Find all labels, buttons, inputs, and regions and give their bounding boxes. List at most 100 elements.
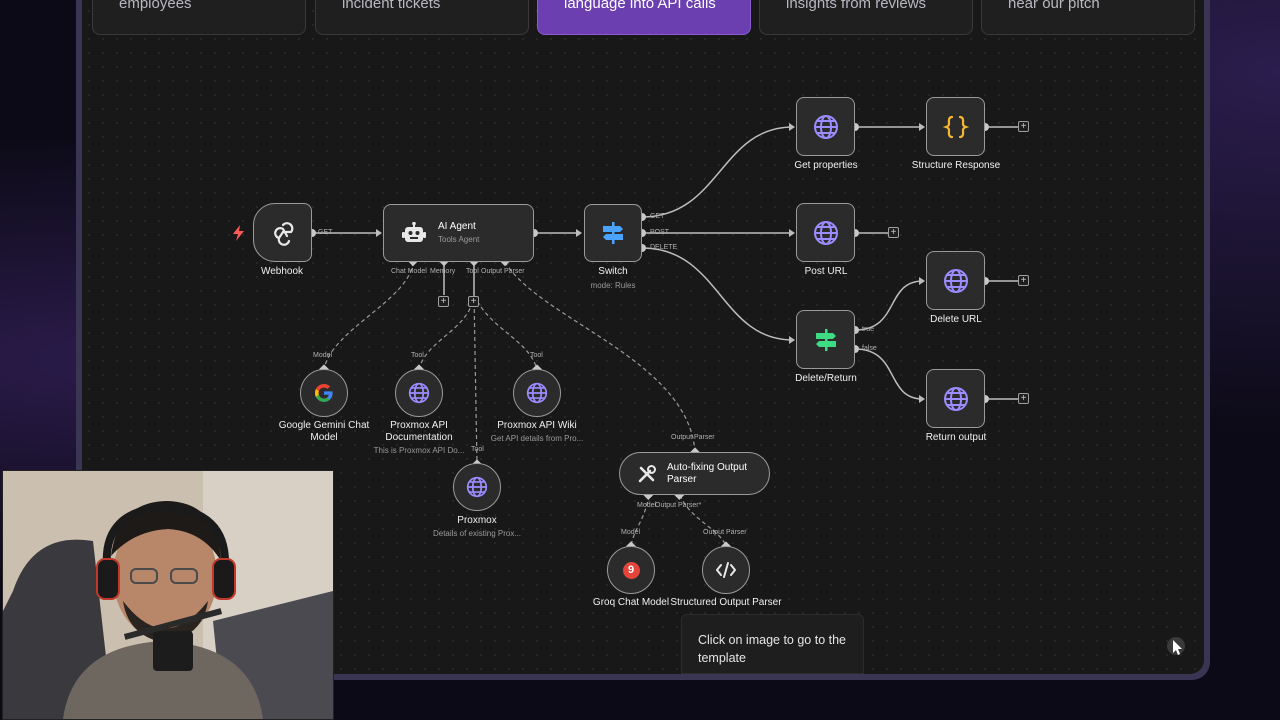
autofix-title-1: Auto-fixing Output [667, 461, 748, 473]
google-icon [315, 384, 333, 402]
template-tooltip[interactable]: Click on image to go to the template [681, 614, 864, 674]
wire-gemini [323, 261, 414, 371]
code-icon [716, 562, 736, 578]
add-memory-button[interactable]: + [438, 296, 449, 307]
switch-icon [603, 222, 623, 244]
add-after-return-button[interactable]: + [1018, 393, 1029, 404]
switch-out-delete: DELETE [650, 244, 678, 251]
wire-structured [679, 494, 727, 548]
proxmox-subtitle: Details of existing Prox... [432, 529, 522, 538]
ai-agent-title: AI Agent [438, 221, 476, 232]
autofix-port-model: Model [637, 502, 657, 509]
groq-icon: 9 [622, 561, 640, 579]
delete-return-out-true: true [862, 326, 875, 333]
proxmox-docs-subtitle: This is Proxmox API Do... [373, 446, 465, 455]
add-tool-button[interactable]: + [468, 296, 479, 307]
cursor-icon [1167, 637, 1185, 655]
proxmox-wiki-label: Proxmox API Wiki [497, 420, 577, 431]
globe-icon [943, 386, 968, 411]
proxmox-wiki-subtitle: Get API details from Pro... [490, 434, 584, 443]
structured-parser-label: Structured Output Parser [670, 597, 782, 608]
tab-api-calls[interactable]: language into API calls [537, 0, 751, 35]
wire-switch-get [641, 126, 794, 218]
wire-proxmox [473, 294, 478, 466]
structured-parser-port: Output Parser [703, 529, 747, 536]
return-output-node[interactable] [926, 369, 985, 428]
tooltip-line-1: Click on image to go to the [698, 633, 846, 647]
proxmox-port: Tool [471, 446, 484, 453]
proxmox-wiki-port: Tool [530, 352, 543, 359]
add-after-structure-button[interactable]: + [1018, 121, 1029, 132]
tab-hear-pitch[interactable]: hear our pitch [981, 0, 1195, 35]
proxmox-wiki-node[interactable] [513, 369, 561, 417]
switch-subtitle: mode: Rules [590, 281, 636, 290]
globe-icon [526, 382, 548, 404]
globe-icon [813, 114, 838, 139]
structure-response-node[interactable] [926, 97, 985, 156]
agent-port-memory: Memory [430, 268, 456, 275]
proxmox-docs-node[interactable] [395, 369, 443, 417]
webhook-node[interactable] [253, 203, 312, 262]
agent-port-chat-model: Chat Model [391, 268, 427, 275]
wire-proxmox-wiki [473, 294, 538, 371]
globe-icon [408, 382, 430, 404]
switch-node[interactable] [584, 204, 642, 262]
wire-false-return [854, 348, 924, 400]
tab-incident-tickets[interactable]: incident tickets [315, 0, 529, 35]
globe-icon [813, 220, 838, 245]
structured-parser-node[interactable] [702, 546, 750, 594]
switch-label: Switch [598, 266, 628, 277]
get-properties-node[interactable] [796, 97, 855, 156]
add-after-post-button[interactable]: + [888, 227, 899, 238]
proxmox-node[interactable] [453, 463, 501, 511]
gemini-port: Model [313, 352, 333, 359]
post-url-node[interactable] [796, 203, 855, 262]
autofix-parser-node[interactable]: Auto-fixing Output Parser [619, 452, 770, 495]
gemini-node[interactable] [300, 369, 348, 417]
globe-icon [466, 476, 488, 498]
delete-url-node[interactable] [926, 251, 985, 310]
switch-icon [815, 328, 836, 351]
proxmox-label: Proxmox [457, 515, 497, 526]
delete-url-label: Delete URL [930, 314, 982, 325]
gemini-label-1: Google Gemini Chat [278, 420, 370, 431]
add-after-delete-button[interactable]: + [1018, 275, 1029, 286]
wire-true-delete [854, 280, 924, 331]
delete-return-out-false: false [862, 345, 877, 352]
proxmox-docs-port: Tool [411, 352, 424, 359]
switch-out-post: POST [650, 229, 670, 236]
get-properties-label: Get properties [794, 160, 858, 171]
tooltip-line-2: template [698, 651, 746, 665]
robot-icon [402, 222, 426, 242]
webhook-port-get: GET [318, 229, 333, 236]
gemini-label-2: Model [310, 432, 338, 443]
wire-switch-delete [641, 247, 794, 341]
lightning-icon [233, 225, 244, 241]
ai-agent-subtitle: Tools Agent [438, 235, 480, 244]
return-output-label: Return output [925, 432, 987, 443]
tab-employees[interactable]: employees [92, 0, 306, 35]
webcam-person [3, 471, 333, 719]
autofix-title-2: Parser [667, 473, 697, 485]
autofix-port-top: Output Parser [671, 434, 715, 441]
groq-label: Groq Chat Model [592, 597, 670, 608]
wire-autofix [504, 261, 696, 454]
autofix-port-output: Output Parser* [655, 502, 702, 509]
groq-node[interactable]: 9 [607, 546, 655, 594]
webhook-icon [273, 221, 293, 246]
globe-icon [943, 268, 968, 293]
switch-out-get: GET [650, 213, 665, 220]
webhook-label: Webhook [260, 266, 304, 277]
delete-return-label: Delete/Return [795, 373, 857, 384]
structure-response-label: Structure Response [911, 160, 1001, 171]
proxmox-docs-label-2: Documentation [385, 432, 453, 443]
tab-insights-reviews[interactable]: insights from reviews [759, 0, 973, 35]
webcam-overlay [2, 470, 334, 720]
post-url-label: Post URL [804, 266, 848, 277]
groq-port: Model [621, 529, 641, 536]
wrench-icon [638, 464, 656, 482]
agent-port-output-parser: Output Parser [481, 268, 525, 275]
ai-agent-node[interactable]: AI Agent Tools Agent [383, 204, 534, 262]
delete-return-node[interactable] [796, 310, 855, 369]
proxmox-docs-label-1: Proxmox API [390, 420, 448, 431]
